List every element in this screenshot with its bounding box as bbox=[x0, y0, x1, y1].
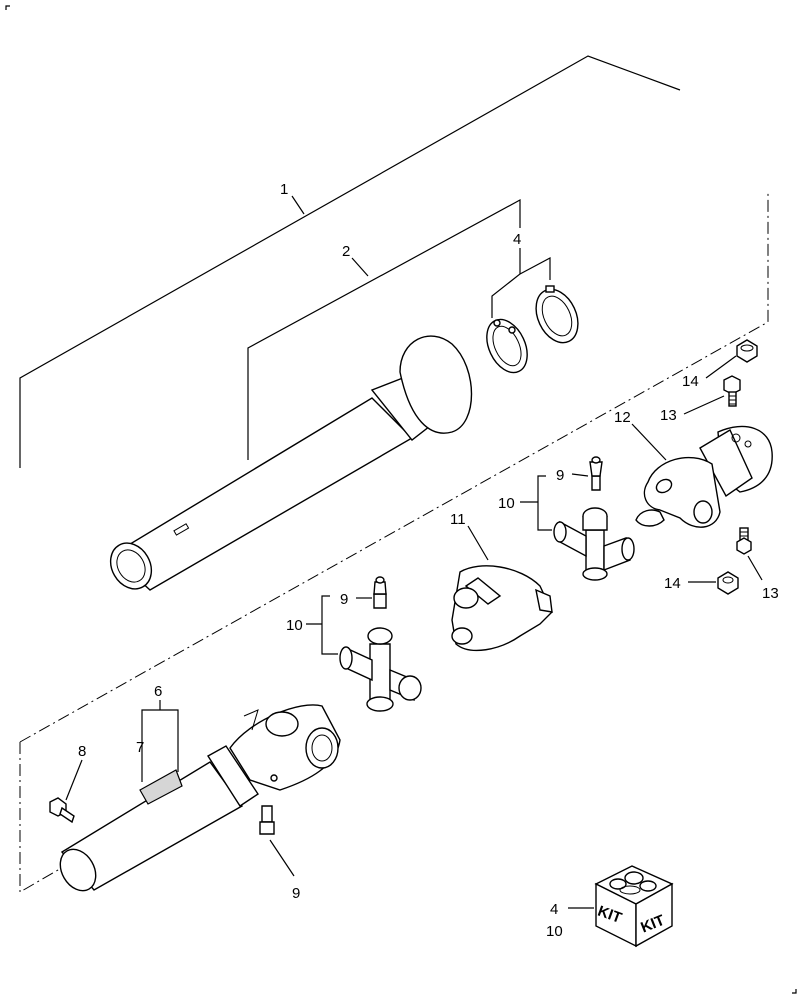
leader-item-1 bbox=[19, 55, 681, 468]
leader-item-4a bbox=[491, 248, 521, 318]
callout-6: 6 bbox=[154, 683, 162, 700]
grease-fitting-tube bbox=[49, 797, 75, 824]
callout-10-upper: 10 bbox=[498, 495, 515, 512]
callout-9-upper: 9 bbox=[556, 467, 564, 484]
callout-7: 7 bbox=[136, 739, 144, 756]
leader-8 bbox=[65, 759, 83, 801]
leader-13-lower bbox=[747, 555, 763, 581]
kit-box-icon bbox=[594, 865, 674, 948]
inner-tube bbox=[59, 745, 259, 892]
bracket-10-lower bbox=[306, 595, 338, 655]
callout-14-lower: 14 bbox=[664, 575, 681, 592]
callout-4-top: 4 bbox=[513, 231, 521, 248]
leader-14-top bbox=[705, 355, 737, 379]
yoke-12 bbox=[635, 425, 773, 528]
callout-1: 1 bbox=[280, 181, 288, 198]
callout-10-lower: 10 bbox=[286, 617, 303, 634]
boundary-lower bbox=[19, 742, 111, 893]
callout-9-middle: 9 bbox=[340, 591, 348, 608]
grease-fitting-middle bbox=[373, 576, 387, 609]
callout-12: 12 bbox=[614, 409, 631, 426]
snap-ring-2 bbox=[535, 285, 579, 344]
bolt-top bbox=[723, 375, 741, 407]
cross-kit-upper bbox=[553, 507, 635, 581]
boundary-upper bbox=[19, 192, 769, 743]
leader-9-upper bbox=[571, 473, 589, 477]
bracket-6 bbox=[141, 709, 179, 782]
callout-11: 11 bbox=[450, 511, 466, 528]
bracket-10-upper bbox=[520, 475, 552, 531]
callout-14-top: 14 bbox=[682, 373, 699, 390]
leader-13-top bbox=[683, 395, 725, 415]
leader-9-lower bbox=[269, 839, 295, 877]
callout-8: 8 bbox=[78, 743, 86, 760]
leader-1 bbox=[291, 195, 305, 215]
outer-tube bbox=[109, 335, 473, 591]
callout-4-kit: 4 bbox=[550, 901, 558, 918]
leader-11 bbox=[467, 525, 489, 561]
leader-12 bbox=[631, 423, 667, 461]
grease-fitting-yoke bbox=[259, 805, 275, 835]
callout-10-kit: 10 bbox=[546, 923, 563, 940]
callout-9-lower: 9 bbox=[292, 885, 300, 902]
leader-2 bbox=[351, 257, 369, 277]
bolt-lower bbox=[736, 527, 752, 555]
cross-kit-lower bbox=[339, 627, 422, 712]
nut-top bbox=[736, 339, 758, 363]
snap-ring-1 bbox=[486, 318, 528, 374]
nut-lower bbox=[717, 571, 739, 595]
corner-mark-bottom-right bbox=[792, 989, 797, 994]
callout-13-lower: 13 bbox=[762, 585, 779, 602]
callout-13-top: 13 bbox=[660, 407, 677, 424]
callout-2: 2 bbox=[342, 243, 350, 260]
leader-item-4b bbox=[519, 257, 551, 280]
inner-yoke bbox=[229, 704, 341, 791]
corner-mark-top-left bbox=[5, 5, 10, 10]
grease-fitting-upper bbox=[589, 456, 603, 491]
yoke-11 bbox=[451, 565, 553, 652]
leader-item-2 bbox=[247, 198, 521, 460]
